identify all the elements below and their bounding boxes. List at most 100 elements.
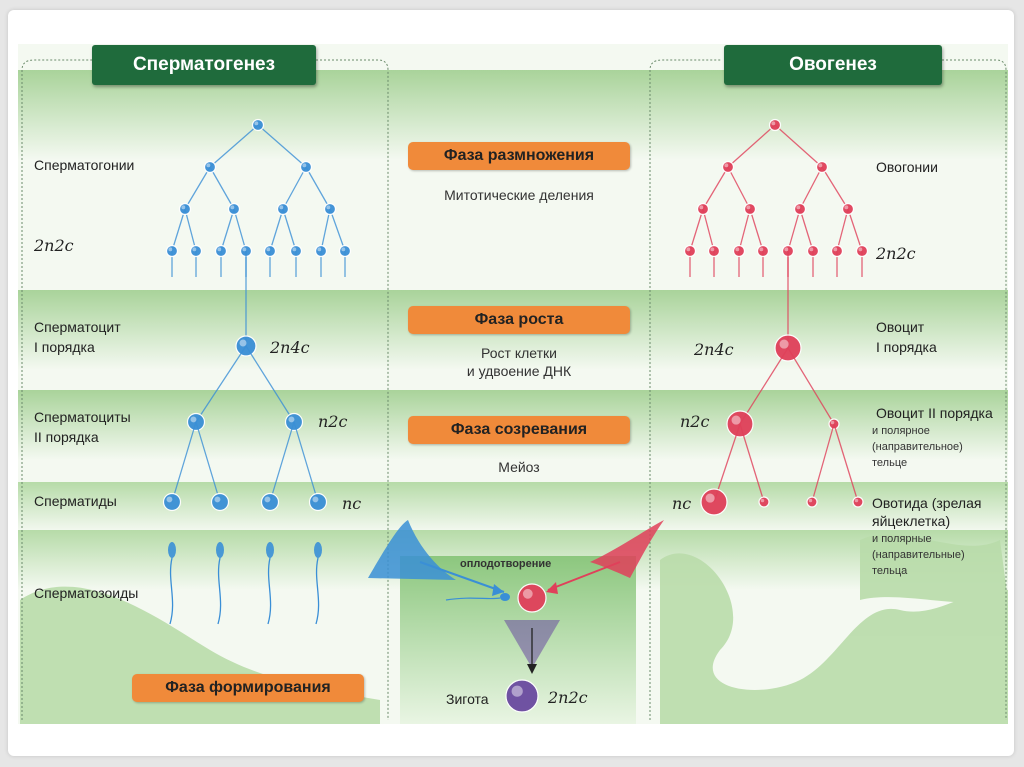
formula-right-nc: nc bbox=[672, 494, 692, 513]
oogonium-cell-highlight bbox=[724, 163, 729, 168]
formula-left-n2c: n2c bbox=[318, 412, 348, 431]
spermatogonium-cell bbox=[165, 244, 179, 258]
oogonium-cell bbox=[841, 202, 855, 216]
lineage-line bbox=[209, 166, 235, 210]
label-oocyte1-line1: Овоцит bbox=[876, 319, 925, 335]
lineage-line bbox=[713, 423, 741, 503]
egg-arrow-line bbox=[547, 561, 621, 591]
polar-body-cell-highlight bbox=[830, 420, 835, 425]
oogonium-cell bbox=[696, 202, 710, 216]
oogonium-cell-highlight bbox=[858, 247, 863, 252]
band-spermatids bbox=[18, 482, 1008, 532]
lineage-line bbox=[774, 124, 823, 168]
lineage-line bbox=[245, 345, 295, 423]
spermatogonium-cell bbox=[276, 202, 290, 216]
lineage-line bbox=[171, 208, 186, 252]
oogonium-cell bbox=[721, 160, 735, 174]
spermatogonium-cell-highlight bbox=[326, 205, 331, 210]
formula-zygote: 2n2c bbox=[548, 688, 588, 707]
oogonium-cell bbox=[806, 244, 820, 258]
spermatogonium-cell bbox=[203, 160, 217, 174]
polar-body-cell bbox=[852, 496, 864, 508]
phase-reproduction-desc: Митотические деления bbox=[444, 187, 594, 203]
lineage-line bbox=[702, 208, 715, 252]
lineage-line bbox=[727, 166, 751, 210]
lineage-line bbox=[195, 345, 247, 423]
lineage-line bbox=[811, 423, 835, 503]
spermatocyte1-cell-highlight bbox=[239, 339, 247, 347]
label-oocyte2: Овоцит II порядка bbox=[876, 405, 993, 421]
spermatocyte2-cell-highlight bbox=[190, 416, 197, 423]
lineage-line bbox=[257, 124, 307, 168]
oogonium-cell bbox=[830, 244, 844, 258]
spermatozoon-tail bbox=[315, 557, 320, 625]
oogonium-cell-highlight bbox=[784, 247, 789, 252]
lineage-line bbox=[209, 124, 259, 168]
spermatogonium-cell-highlight bbox=[341, 247, 346, 252]
phase-growth: Фаза роста bbox=[408, 306, 630, 334]
spermatogonium-cell-highlight bbox=[242, 247, 247, 252]
spermatogonium-cell bbox=[289, 244, 303, 258]
spermatid-cell-highlight bbox=[214, 496, 221, 503]
lineage-line bbox=[233, 208, 247, 252]
spermatogonium-cell-highlight bbox=[254, 121, 259, 126]
lineage-line bbox=[293, 421, 319, 503]
lineage-line bbox=[739, 347, 789, 425]
oogonium-cell-highlight bbox=[699, 205, 704, 210]
lineage-line bbox=[749, 208, 764, 252]
fertilizing-sperm-tail bbox=[445, 597, 501, 601]
zygote-cell bbox=[505, 679, 539, 713]
label-polar-body1-line1: и полярное bbox=[872, 425, 930, 437]
oogonium-cell-highlight bbox=[710, 247, 715, 252]
spermatogonium-cell bbox=[338, 244, 352, 258]
oogonium-cell-highlight bbox=[796, 205, 801, 210]
polar-body-cell bbox=[806, 496, 818, 508]
oogonium-cell bbox=[743, 202, 757, 216]
formula-right-2n4c: 2n4c bbox=[694, 340, 734, 359]
oogonium-cell bbox=[756, 244, 770, 258]
lineage-line bbox=[787, 208, 801, 252]
spermatogonium-cell-highlight bbox=[168, 247, 173, 252]
oogonium-cell bbox=[815, 160, 829, 174]
lineage-line bbox=[702, 166, 729, 210]
egg-cell-highlight bbox=[522, 588, 533, 599]
polar-body-cell-highlight bbox=[854, 498, 859, 503]
lineage-line bbox=[689, 208, 704, 252]
ootid-cell-highlight bbox=[705, 493, 715, 503]
lineage-line bbox=[282, 166, 307, 210]
oocyte1-cell-highlight bbox=[779, 339, 789, 349]
spermatogonium-cell bbox=[189, 244, 203, 258]
lineage-line bbox=[836, 208, 849, 252]
oogonium-cell bbox=[768, 118, 782, 132]
spermatozoon-head bbox=[168, 542, 176, 558]
lineage-line bbox=[320, 208, 331, 252]
formula-left-nc: nc bbox=[342, 494, 362, 513]
zygote-arrow-head bbox=[527, 664, 537, 674]
oogonium-cell-highlight bbox=[771, 121, 776, 126]
lineage-line bbox=[739, 423, 765, 503]
spermatogonium-cell bbox=[263, 244, 277, 258]
spermatogonium-cell bbox=[323, 202, 337, 216]
label-spermatocyte1-line2: I порядка bbox=[34, 339, 95, 355]
spermatozoon-head bbox=[266, 542, 274, 558]
spermatid-cell-highlight bbox=[312, 496, 319, 503]
spermatogonium-cell-highlight bbox=[217, 247, 222, 252]
spermatogonium-cell-highlight bbox=[292, 247, 297, 252]
label-polar-body1-line2: (направительное) bbox=[872, 441, 963, 453]
spermatogonium-cell-highlight bbox=[302, 163, 307, 168]
spermatozoon-tail bbox=[267, 557, 272, 625]
spermatid-cell bbox=[308, 492, 328, 512]
lineage-line bbox=[305, 166, 331, 210]
egg-cell bbox=[517, 583, 547, 613]
oogonium-cell bbox=[683, 244, 697, 258]
lineage-line bbox=[269, 421, 295, 503]
lineage-line bbox=[727, 124, 776, 168]
lineage-line bbox=[171, 421, 197, 503]
sperm-arrow-blade bbox=[368, 520, 456, 580]
spermatogonium-cell-highlight bbox=[266, 247, 271, 252]
spermatozoon-head bbox=[314, 542, 322, 558]
lineage-line bbox=[282, 208, 297, 252]
label-zygote: Зигота bbox=[446, 691, 489, 707]
